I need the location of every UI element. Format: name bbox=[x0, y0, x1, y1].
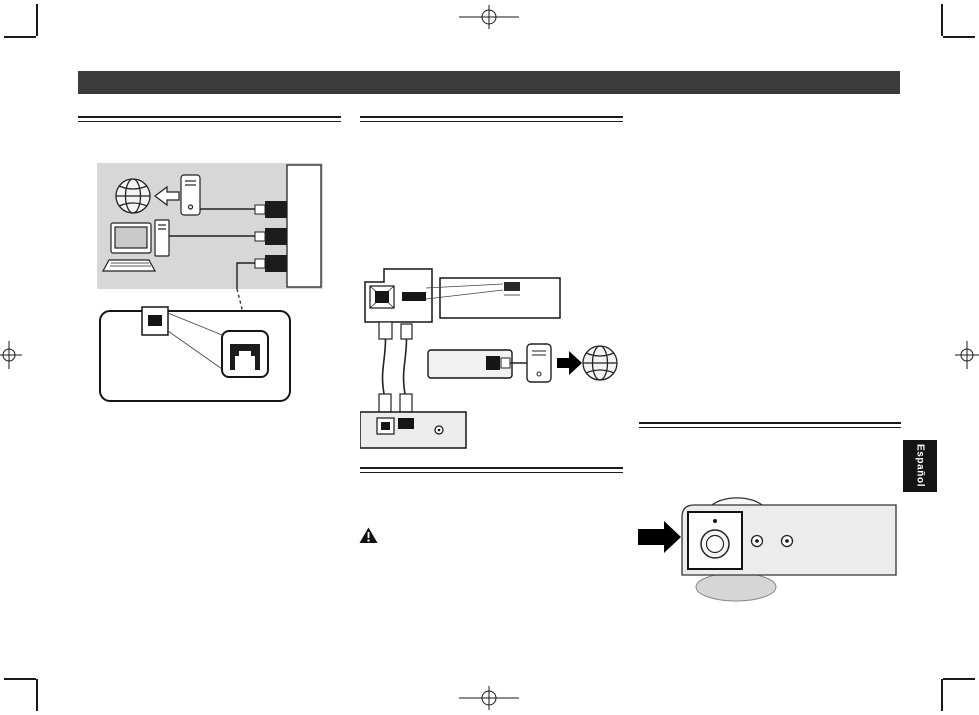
language-tab: Español bbox=[903, 440, 937, 492]
ethernet-cables bbox=[169, 208, 255, 289]
rear-view-callout-box bbox=[439, 277, 561, 319]
crop-mark-bottom-right-h bbox=[943, 678, 975, 680]
chapter-header-bar bbox=[78, 71, 900, 94]
internet-globe-icon bbox=[582, 345, 618, 381]
broadband-router bbox=[427, 349, 527, 379]
indicator-dot bbox=[713, 519, 717, 523]
cables bbox=[381, 338, 408, 395]
arrow-right-icon bbox=[557, 351, 582, 375]
lan-cable-dotted bbox=[236, 288, 244, 314]
section-rule-middle bbox=[360, 116, 623, 122]
language-tab-label: Español bbox=[914, 444, 926, 488]
registration-mark-right-center bbox=[955, 341, 979, 369]
media-device bbox=[360, 411, 467, 449]
rear-panel-cutout bbox=[364, 268, 433, 323]
crop-mark-top-left-h bbox=[4, 36, 36, 38]
desktop-computer-icon bbox=[101, 219, 170, 272]
arrow-left-icon bbox=[154, 185, 180, 207]
crop-mark-bottom-left-h bbox=[4, 678, 36, 680]
usb-port-mark bbox=[504, 282, 520, 291]
crop-mark-bottom-left-v bbox=[36, 679, 38, 711]
crop-mark-top-right-h bbox=[943, 36, 975, 38]
modem-icon bbox=[180, 174, 201, 216]
usb-terminal bbox=[402, 292, 426, 301]
unit-controls-diagram bbox=[638, 497, 897, 602]
crop-mark-top-right-v bbox=[941, 4, 943, 36]
crop-mark-bottom-right-v bbox=[941, 679, 943, 711]
pointer-arrow-icon bbox=[638, 521, 681, 553]
lan-terminal bbox=[369, 285, 395, 309]
router-lan-ports bbox=[265, 201, 287, 272]
lan-terminal-small bbox=[141, 306, 169, 336]
callout-lines bbox=[167, 312, 223, 370]
warning-triangle-icon bbox=[359, 527, 378, 543]
rotary-knob bbox=[700, 529, 730, 559]
registration-mark-bottom-center bbox=[459, 686, 519, 710]
network-connection-diagram bbox=[97, 163, 323, 402]
cable-plugs-bottom bbox=[378, 393, 413, 413]
usb-cable bbox=[402, 338, 408, 395]
dial-edge bbox=[711, 497, 763, 506]
internet-globe-icon bbox=[115, 178, 151, 214]
jack-left bbox=[750, 534, 764, 548]
cable-plugs-top bbox=[378, 321, 413, 340]
lan-terminal-magnified bbox=[221, 330, 269, 378]
unit-foot bbox=[695, 572, 777, 602]
section-rule-middle-2 bbox=[360, 467, 623, 473]
lan-cable bbox=[381, 338, 387, 395]
jack-right bbox=[780, 534, 794, 548]
section-rule-right bbox=[639, 422, 901, 428]
registration-mark-left-center bbox=[0, 341, 22, 369]
modem-icon bbox=[526, 343, 552, 383]
registration-mark-top-center bbox=[459, 5, 519, 29]
router-body bbox=[286, 164, 322, 288]
callout-lines bbox=[425, 283, 504, 300]
crop-mark-top-left-v bbox=[36, 4, 38, 36]
section-rule-left bbox=[78, 116, 341, 122]
lan-usb-connection-diagram bbox=[360, 268, 618, 449]
cable-plugs bbox=[254, 204, 266, 269]
